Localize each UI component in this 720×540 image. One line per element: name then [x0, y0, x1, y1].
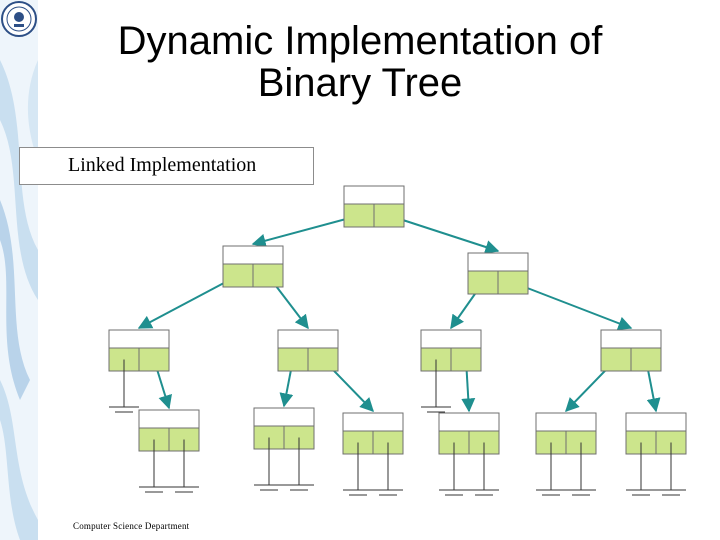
node-data-field — [625, 412, 687, 432]
node-data-field — [343, 185, 405, 205]
tree-node-l3-f — [625, 412, 687, 455]
node-right-pointer — [138, 347, 170, 372]
tree-node-l3-c — [342, 412, 404, 455]
tree-node-l1-right — [467, 252, 529, 295]
node-right-pointer — [630, 347, 662, 372]
pointer-arrow — [137, 274, 239, 329]
ground-symbol-icon — [421, 359, 451, 413]
node-left-pointer — [600, 347, 632, 372]
ground-symbol-icon — [343, 442, 373, 496]
ground-symbol-icon — [626, 442, 656, 496]
node-right-pointer — [450, 347, 482, 372]
tree-node-l2-d — [600, 329, 662, 372]
node-right-pointer — [307, 347, 339, 372]
node-data-field — [600, 329, 662, 349]
tree-node-l1-left — [222, 245, 284, 288]
university-seal-icon — [1, 1, 37, 37]
node-data-field — [138, 409, 200, 429]
node-data-field — [108, 329, 170, 349]
subtitle-text: Linked Implementation — [68, 154, 257, 176]
tree-node-l2-b — [277, 329, 339, 372]
node-left-pointer — [467, 270, 499, 295]
ground-symbol-icon — [169, 439, 199, 493]
tree-node-l3-a — [138, 409, 200, 452]
pointer-arrow — [512, 281, 633, 330]
ground-symbol-icon — [254, 437, 284, 491]
subtitle-box: Linked Implementation — [19, 147, 314, 185]
node-left-pointer — [222, 263, 254, 288]
footer-text: Computer Science Department — [73, 521, 190, 531]
node-data-field — [535, 412, 597, 432]
node-data-field — [277, 329, 339, 349]
tree-node-l2-a — [108, 329, 170, 372]
node-left-pointer — [277, 347, 309, 372]
pointer-arrow — [251, 214, 360, 248]
tree-node-l3-b — [253, 407, 315, 450]
node-data-field — [467, 252, 529, 272]
ground-symbol-icon — [109, 359, 139, 413]
ground-symbol-icon — [656, 442, 686, 496]
ground-symbol-icon — [284, 437, 314, 491]
tree-node-root — [343, 185, 405, 228]
node-right-pointer — [373, 203, 405, 228]
tree-node-l2-c — [420, 329, 482, 372]
node-right-pointer — [497, 270, 529, 295]
tree-node-l3-e — [535, 412, 597, 455]
node-data-field — [253, 407, 315, 427]
ground-symbol-icon — [566, 442, 596, 496]
title-line-1: Dynamic Implementation of — [117, 19, 603, 63]
node-right-pointer — [252, 263, 284, 288]
node-data-field — [420, 329, 482, 349]
node-data-field — [438, 412, 500, 432]
pointer-arrow — [388, 214, 500, 254]
ground-symbol-icon — [439, 442, 469, 496]
ground-symbol-icon — [373, 442, 403, 496]
node-data-field — [222, 245, 284, 265]
ground-symbol-icon — [536, 442, 566, 496]
title-line-2: Binary Tree — [257, 61, 463, 105]
node-data-field — [342, 412, 404, 432]
node-left-pointer — [343, 203, 375, 228]
ground-symbol-icon — [469, 442, 499, 496]
ground-symbol-icon — [139, 439, 169, 493]
slide-title: Dynamic Implementation of Binary Tree — [60, 20, 660, 104]
tree-node-l3-d — [438, 412, 500, 455]
